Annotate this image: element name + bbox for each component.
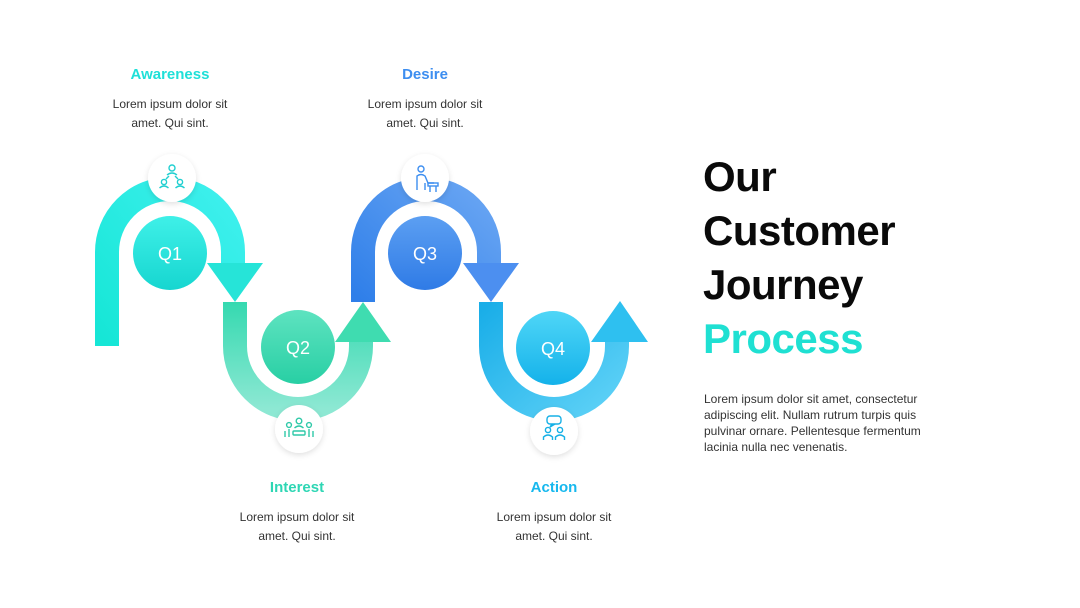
step-description-desire: Lorem ipsum dolor sit amet. Qui sint. <box>367 97 483 130</box>
quarter-circle-q2: Q2 <box>261 310 335 384</box>
arrow-up-interest <box>335 302 391 342</box>
slide-description: Lorem ipsum dolor sit amet, consectetur … <box>704 392 921 454</box>
step-description-awareness: Lorem ipsum dolor sit amet. Qui sint. <box>112 97 228 130</box>
step-title-awareness: Awareness <box>130 66 210 83</box>
step-title-desire: Desire <box>402 66 448 83</box>
step-description-action: Lorem ipsum dolor sit amet. Qui sint. <box>496 510 612 543</box>
quarter-circle-q1: Q1 <box>133 216 207 290</box>
title-line-2: Customer <box>703 207 896 254</box>
quarter-label: Q2 <box>286 338 310 358</box>
title-line-3: Journey <box>703 261 863 308</box>
quarter-circle-q4: Q4 <box>516 311 590 385</box>
slide-title: Our Customer Journey Process <box>703 150 1043 366</box>
step-title-interest: Interest <box>269 479 325 496</box>
quarter-label: Q1 <box>158 244 182 264</box>
quarter-label: Q3 <box>413 244 437 264</box>
meeting-group-icon <box>275 405 323 453</box>
title-line-1: Our <box>703 153 777 200</box>
arrow-down-desire <box>463 263 519 302</box>
quarter-label: Q4 <box>541 339 565 359</box>
arrow-up-action <box>591 301 648 342</box>
step-title-action: Action <box>530 479 578 496</box>
person-desk-icon <box>401 154 449 202</box>
title-accent: Process <box>703 315 863 362</box>
chat-people-icon <box>530 407 578 455</box>
step-description-interest: Lorem ipsum dolor sit amet. Qui sint. <box>239 510 355 543</box>
quarter-circle-q3: Q3 <box>388 216 462 290</box>
people-network-icon <box>148 154 196 202</box>
arrow-down-awareness <box>207 263 263 302</box>
